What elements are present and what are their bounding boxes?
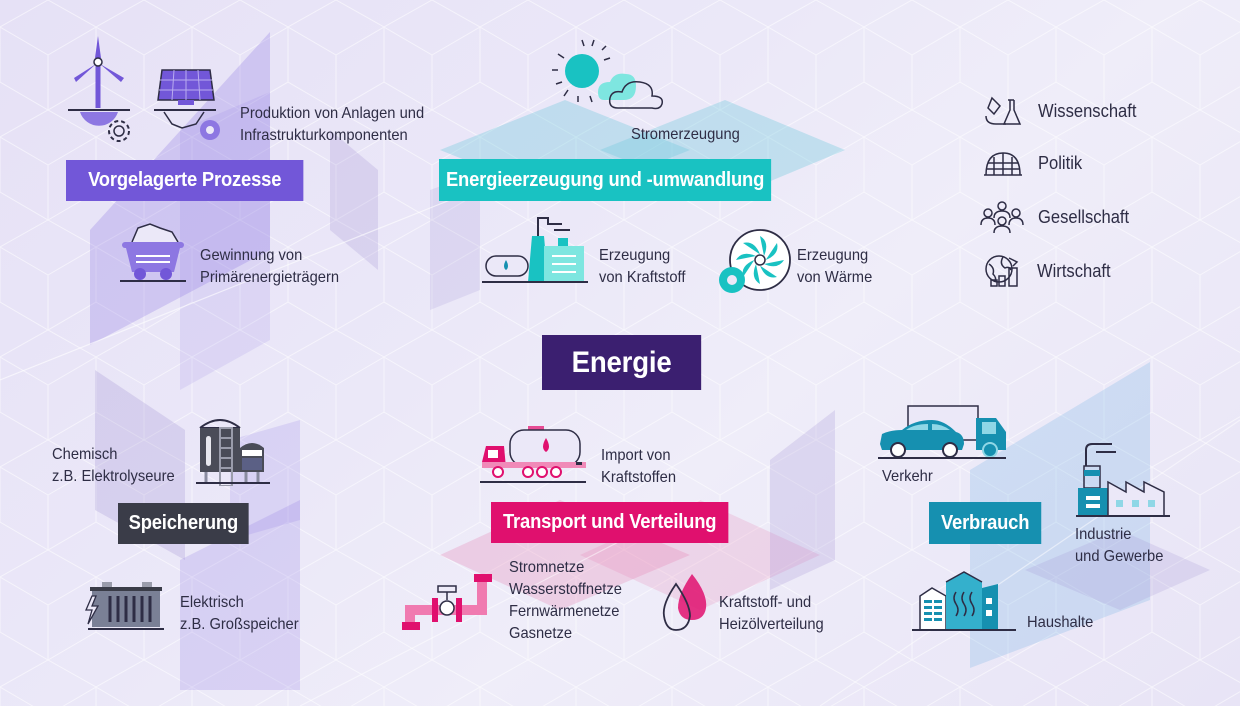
mine-cart-icon (120, 220, 186, 284)
elektrisch-text: Elektrisch z.B. Großspeicher (180, 594, 299, 633)
houses-icon (912, 568, 1018, 632)
context-item-gesellschaft: Gesellschaft (980, 200, 1137, 234)
import-text: Import von Kraftstoffen (601, 447, 677, 486)
context-item-wissenschaft: Wissenschaft (982, 94, 1145, 128)
verbrauch-label: Verbrauch (929, 502, 1042, 544)
pipeline-valve-icon (400, 570, 494, 638)
refinery-icon (482, 212, 588, 284)
context-item-politik: Politik (982, 149, 1086, 177)
netze-text: Stromnetze Wasserstoffnetze Fernwärmenet… (509, 559, 622, 642)
fuel-drop-icon (660, 570, 710, 634)
chemisch-text: Chemisch z.B. Elektrolyseure (52, 446, 175, 485)
factory-icon (1076, 440, 1172, 518)
people-group-icon (980, 201, 1024, 234)
dome-icon (984, 152, 1022, 176)
energie-center-label: Energie (542, 335, 702, 390)
kraftstoff-erzeugung-text: Erzeugung von Kraftstoff (599, 247, 686, 286)
industrie-text: Industrie und Gewerbe (1075, 526, 1164, 565)
energieerzeugung-label: Energieerzeugung und -umwandlung (439, 159, 772, 201)
context-label: Politik (1038, 152, 1083, 173)
vorgelagerte-prozesse-label: Vorgelagerte Prozesse (66, 160, 304, 201)
transport-label: Transport und Verteilung (491, 502, 729, 543)
sun-cloud-icon (548, 38, 680, 110)
car-truck-icon (878, 404, 1010, 460)
battery-icon (84, 580, 166, 632)
solar-panel-gear-icon (152, 64, 228, 148)
waerme-erzeugung-text: Erzeugung von Wärme (797, 247, 873, 286)
tanker-truck-icon (478, 424, 586, 486)
context-label: Wissenschaft (1038, 100, 1137, 121)
produktion-text: Produktion von Anlagen und Infrastruktur… (240, 105, 425, 144)
stromerzeugung-text: Stromerzeugung (631, 126, 740, 143)
globe-chart-icon (985, 255, 1019, 287)
verkehr-text: Verkehr (882, 468, 933, 485)
kraftstoff-verteilung-text: Kraftstoff- und Heizölverteilung (719, 594, 824, 633)
haushalte-text: Haushalte (1027, 614, 1094, 631)
context-item-wirtschaft: Wirtschaft (983, 254, 1117, 288)
context-label: Wirtschaft (1037, 260, 1111, 281)
microscope-flask-icon (985, 96, 1022, 125)
heat-pump-fan-icon (716, 228, 792, 300)
electrolyser-tank-icon (196, 412, 270, 486)
wind-turbine-gear-icon (66, 34, 136, 146)
speicherung-label: Speicherung (118, 503, 249, 544)
context-label: Gesellschaft (1038, 206, 1130, 227)
gewinnung-text: Gewinnung von Primärenergieträgern (200, 247, 340, 286)
